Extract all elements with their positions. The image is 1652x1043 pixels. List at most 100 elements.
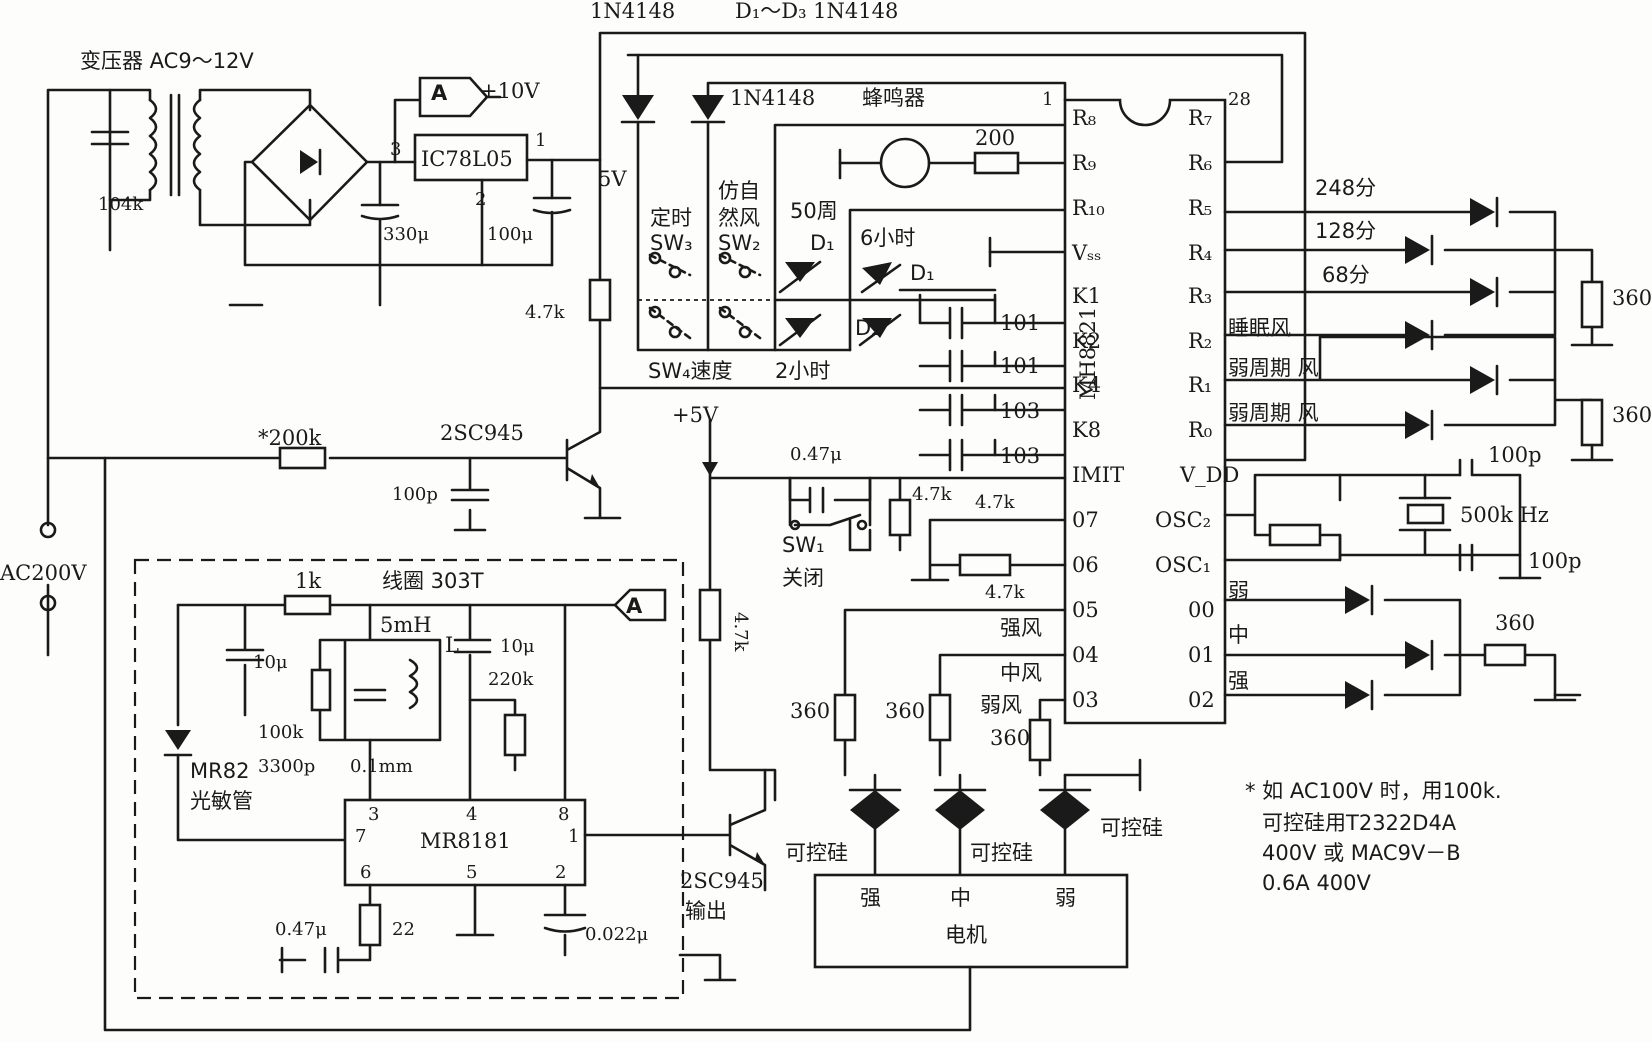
block-a-bottom-label: A	[626, 594, 643, 618]
pin-osc2: OSC₂	[1155, 508, 1211, 532]
close-label: 关闭	[782, 566, 824, 590]
cap-101b-label: 101	[1000, 354, 1040, 378]
pin-r1: R₁	[1188, 373, 1212, 397]
pin-vdd: V_DD	[1179, 463, 1239, 487]
resistor-4-7k-top	[588, 278, 612, 322]
motor-weak-label: 弱	[1055, 886, 1076, 910]
mr8181-pin8: 8	[558, 804, 569, 825]
mr8181-pin5: 5	[466, 862, 477, 883]
note-line-3: 400V 或 MAC9V－B	[1262, 841, 1461, 865]
pin-k8: K8	[1072, 418, 1101, 442]
mr8181-pin6: 6	[360, 862, 371, 883]
pin-osc1: OSC₁	[1155, 553, 1211, 577]
resistor-100k-label: 100k	[258, 722, 304, 743]
ic-mr8181	[343, 798, 587, 887]
oscillator-crystal	[1223, 458, 1542, 580]
resistor-200-label: 200	[975, 126, 1015, 150]
motor-strong-label: 强	[860, 886, 881, 910]
sensor-module-boundary	[133, 558, 685, 1000]
photodiode-mr82	[165, 730, 191, 750]
l-label: L	[445, 633, 459, 657]
cap-100u-label: 100μ	[487, 224, 533, 245]
diode-d2-6h	[858, 313, 902, 347]
transistor-top-label: 2SC945	[440, 421, 524, 445]
resistor-200k-label: *200k	[258, 426, 322, 450]
cap-047u-bottom-label: 0.47μ	[275, 919, 327, 940]
sleep-wind-label: 睡眠风	[1228, 316, 1291, 340]
d1-label-b: D₁	[910, 261, 935, 285]
pin-k2: K2	[1072, 329, 1101, 353]
sw3-label: SW₃	[650, 231, 693, 255]
diodes-d1-d3-label: D₁～D₃ 1N4148	[735, 0, 898, 23]
resistor-360-weak-label: 360	[990, 726, 1030, 750]
pin-02: 02	[1188, 688, 1215, 712]
diode-1n4148-b	[692, 95, 724, 120]
mr8181-pin7: 7	[355, 826, 366, 847]
wire-01mm-label: 0.1mm	[350, 756, 413, 777]
natural-wind-label-1: 仿自	[718, 179, 760, 203]
resistor-4-7k-top-label: 4.7k	[525, 302, 566, 323]
buzzer-label: 蜂鸣器	[862, 86, 925, 110]
sw2-label: SW₂	[718, 231, 761, 255]
d1-label-a: D₁	[810, 231, 835, 255]
motor-label: 电机	[945, 923, 987, 947]
diode-1n4148-b-label: 1N4148	[730, 86, 815, 110]
ac-terminal-top	[39, 521, 57, 539]
pin-k4: K4	[1072, 373, 1101, 397]
ic-name-label: MH8821	[1076, 307, 1100, 400]
pin-r0: R₀	[1188, 418, 1212, 442]
resistor-360-weak	[1028, 718, 1052, 762]
cap-100p-top-label: 100p	[1488, 443, 1542, 467]
inductor-5mh-label: 5mH	[380, 613, 432, 637]
two-hours-label: 2小时	[775, 359, 830, 383]
speed-weak-label: 弱	[1228, 579, 1249, 603]
pin-03: 03	[1072, 688, 1099, 712]
transformer-label: 变压器 AC9～12V	[80, 49, 254, 73]
cap-3300p-label: 3300p	[258, 756, 315, 777]
led-128-label: 128分	[1315, 219, 1376, 243]
switch-sw4	[648, 305, 762, 340]
pin-vss: Vₛₛ	[1071, 241, 1101, 265]
pin-01: 01	[1188, 643, 1215, 667]
bridge-rectifier	[228, 103, 397, 307]
weak-cycle-wind-1: 弱周期 风	[1228, 356, 1319, 380]
transistor-2sc945-top	[278, 386, 622, 532]
note-line-4: 0.6A 400V	[1262, 871, 1372, 895]
pin-r5: R₅	[1188, 196, 1212, 220]
cap-103a-label: 103	[1000, 399, 1040, 423]
cap-10u-left-label: 10μ	[253, 652, 288, 673]
pin-r6: R₆	[1188, 151, 1212, 175]
resistor-360-strong	[833, 693, 857, 742]
led-68-label: 68分	[1322, 263, 1370, 287]
resistor-1k	[283, 594, 332, 616]
cap-101a-label: 101	[1000, 311, 1040, 335]
diode-d1-50	[778, 260, 822, 294]
sw1-label: SW₁	[782, 533, 825, 557]
mr8181-pin3: 3	[368, 804, 379, 825]
pin2-label: 2	[475, 189, 486, 210]
pin-r3: R₃	[1188, 284, 1212, 308]
speed-mid-label: 中	[1228, 623, 1249, 647]
cap-047u-sw1	[788, 476, 872, 531]
diode-1n4148-a	[622, 95, 654, 120]
pin-r9: R₉	[1072, 151, 1096, 175]
ac-terminal-bottom	[39, 594, 57, 612]
strong-wind-label: 强风	[1000, 616, 1042, 640]
cap-047u-label: 0.47μ	[790, 444, 842, 465]
note-line-1: * 如 AC100V 时，用100k.	[1245, 779, 1502, 803]
plus5v-mid-label: +5V	[672, 403, 719, 427]
mr8181-pin1: 1	[568, 826, 579, 847]
regulator-ic78l05	[413, 133, 529, 182]
d2-label: D₂	[855, 316, 880, 340]
ic-pin1-label: 1	[1042, 89, 1053, 110]
buzzer	[838, 137, 1067, 189]
pin-r10: R₁₀	[1072, 196, 1105, 220]
resistor-360-mid	[928, 693, 952, 742]
cap-100p-label: 100p	[392, 484, 438, 505]
diode-d1-6h	[860, 262, 902, 294]
resistor-4-7k-06	[958, 553, 1012, 577]
scr-label-3: 可控硅	[1100, 816, 1163, 840]
block-a-top-label: A	[431, 81, 448, 105]
pin-r2: R₂	[1188, 329, 1212, 353]
